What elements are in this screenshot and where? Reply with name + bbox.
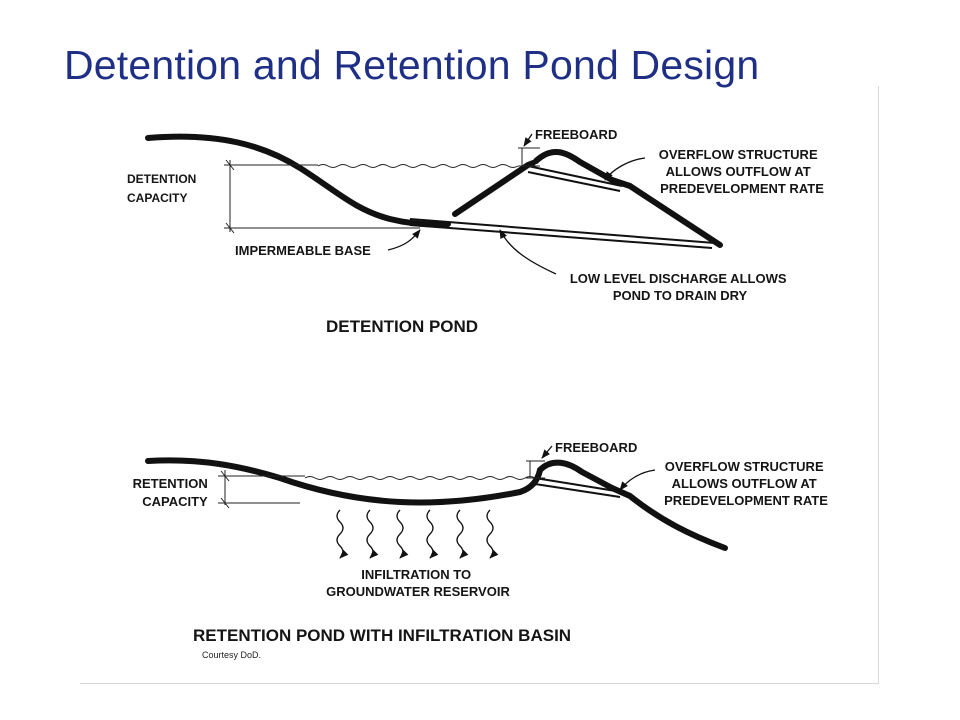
infiltration-arrows <box>336 509 499 559</box>
detention-base-leader <box>387 229 421 251</box>
detention-overflow-pipe <box>527 165 623 192</box>
infiltration-label: INFILTRATION TO GROUNDWATER RESERVOIR <box>326 567 510 599</box>
retention-capacity-label: RETENTION CAPACITY <box>133 476 212 509</box>
retention-embankment <box>537 459 615 491</box>
retention-freeboard-label: FREEBOARD <box>555 440 637 455</box>
detention-pond-caption: DETENTION POND <box>326 317 478 336</box>
retention-freeboard-dimension <box>526 460 545 479</box>
detention-base-label: IMPERMEABLE BASE <box>235 243 371 258</box>
detention-overflow-leader <box>604 157 646 181</box>
detention-water-surface <box>317 164 519 168</box>
retention-pond-caption: RETENTION POND WITH INFILTRATION BASIN <box>193 626 571 645</box>
detention-embankment <box>452 149 615 217</box>
infiltration-arrow-4 <box>426 509 439 559</box>
infiltration-arrow-1 <box>336 509 349 559</box>
retention-overflow-pipe <box>534 477 623 498</box>
retention-water-surface <box>304 476 536 480</box>
retention-overflow-leader <box>619 469 656 491</box>
retention-freeboard-leader <box>541 445 553 459</box>
infiltration-arrow-3 <box>396 509 409 559</box>
detention-freeboard-dimension <box>518 147 540 167</box>
detention-discharge-pipe <box>409 218 716 249</box>
image-credit: Courtesy DoD. <box>202 650 262 660</box>
detention-discharge-leader <box>499 229 557 275</box>
detention-capacity-label: DETENTION CAPACITY <box>127 172 200 205</box>
retention-pond-drawing: RETENTION CAPACITY FREEBOARD OVERFLOW ST… <box>133 440 829 645</box>
detention-freeboard-leader <box>523 133 533 147</box>
retention-ground-profile <box>145 457 543 506</box>
detention-pond-drawing: DETENTION CAPACITY FREEBOARD OVERFLOW ST… <box>127 127 824 336</box>
infiltration-arrow-2 <box>366 509 379 559</box>
infiltration-arrow-6 <box>486 509 499 559</box>
slide-title: Detention and Retention Pond Design <box>64 42 760 88</box>
detention-ground-profile <box>145 133 451 228</box>
retention-overflow-label: OVERFLOW STRUCTURE ALLOWS OUTFLOW AT PRE… <box>664 459 828 508</box>
infiltration-arrow-5 <box>456 509 469 559</box>
detention-freeboard-label: FREEBOARD <box>535 127 617 142</box>
figure-frame <box>80 86 879 684</box>
retention-capacity-dimension <box>218 470 305 509</box>
detention-discharge-label: LOW LEVEL DISCHARGE ALLOWS POND TO DRAIN… <box>570 271 790 303</box>
detention-capacity-dimension <box>224 159 420 234</box>
detention-overflow-label: OVERFLOW STRUCTURE ALLOWS OUTFLOW AT PRE… <box>659 147 824 196</box>
